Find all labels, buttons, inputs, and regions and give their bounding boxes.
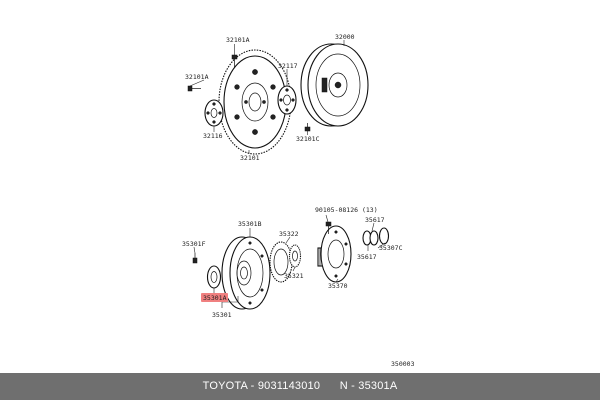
- flex-plate: [277, 85, 297, 115]
- label-35301f: 35301F: [182, 240, 206, 248]
- label-32101a-top: 32101A: [226, 36, 250, 44]
- label-35307c: 35307C: [379, 244, 403, 252]
- drive-plate: [218, 49, 292, 155]
- separator: -: [247, 380, 258, 392]
- torque-converter: [300, 43, 369, 127]
- spacer: [320, 380, 340, 392]
- oil-seal: [206, 265, 222, 289]
- oil-pump-body: [221, 236, 271, 310]
- bolt-32101c: [304, 123, 311, 132]
- label-35301b: 35301B: [238, 220, 262, 228]
- label-32101a-left: 32101A: [185, 73, 209, 81]
- label-32116: 32116: [203, 132, 223, 140]
- label-32117: 32117: [278, 62, 298, 70]
- label-35301: 35301: [212, 311, 232, 319]
- thrust-washer: [378, 227, 390, 245]
- label-32101c: 32101C: [296, 135, 320, 143]
- diagram-code: 350003: [391, 360, 415, 368]
- label-90105: 90105-08126 (13): [315, 206, 378, 214]
- bolt-90105: [325, 221, 332, 234]
- label-35322: 35322: [279, 230, 299, 238]
- bolt-32101a-left: [187, 85, 201, 92]
- label-35617-top: 35617: [365, 216, 385, 224]
- part-info-bar: TOYOTA - 9031143010 N - 35301A: [0, 373, 600, 400]
- part-number-text: 9031143010: [257, 380, 321, 392]
- stator-shaft: [317, 225, 352, 283]
- label-35301a: 35301A: [203, 294, 227, 302]
- drive-gear: [288, 244, 302, 268]
- reference-text: N - 35301A: [339, 380, 398, 392]
- highlight-35301a: [201, 293, 228, 302]
- label-32000: 32000: [335, 33, 355, 41]
- spacer-plate: [204, 99, 224, 127]
- seal-rings: [362, 230, 379, 246]
- label-35321: 35321: [284, 272, 304, 280]
- bolt-35301f: [192, 253, 198, 264]
- label-35370: 35370: [328, 282, 348, 290]
- brand-text: TOYOTA: [202, 380, 248, 392]
- label-35617-bottom: 35617: [357, 253, 377, 261]
- label-32101: 32101: [240, 154, 260, 162]
